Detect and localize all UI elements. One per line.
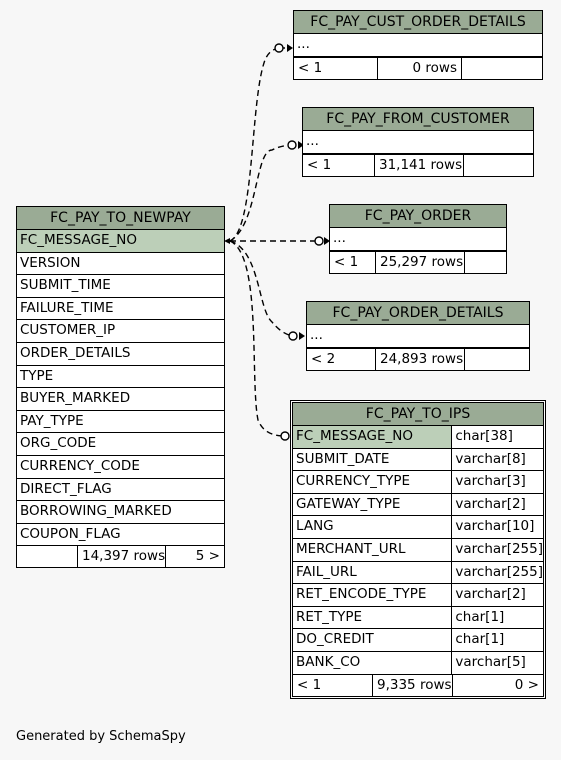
parents-count: < 1 — [294, 57, 378, 79]
table-footer: 14,397 rows 5 > — [17, 546, 224, 568]
column-row: FAILURE_TIME — [17, 298, 224, 321]
column-type: char[1] — [452, 607, 543, 630]
children-count — [462, 58, 542, 79]
column-row: ORG_CODE — [17, 433, 224, 456]
column-type: varchar[255] — [452, 562, 543, 585]
edge-to-ips — [229, 240, 287, 437]
table-footer: < 1 31,141 rows — [303, 153, 533, 176]
column-name: FC_MESSAGE_NO — [293, 426, 452, 449]
column-type: varchar[255] — [452, 539, 543, 562]
children-count: 5 > — [195, 548, 220, 565]
column-type: varchar[5] — [452, 652, 543, 675]
table-footer: < 1 9,335 rows 0 > — [293, 674, 543, 696]
column-row: PAY_TYPE — [17, 411, 224, 434]
column-name: RET_TYPE — [293, 607, 452, 630]
column-ellipsis: ... — [294, 34, 542, 57]
parents-count — [17, 546, 78, 568]
column-types: char[38]varchar[8]varchar[3]varchar[2]va… — [452, 426, 543, 675]
table-title: FC_PAY_TO_IPS — [293, 403, 543, 426]
column-ellipsis: ... — [330, 228, 506, 251]
column-row: SUBMIT_TIME — [17, 275, 224, 298]
edge-end-circle — [288, 331, 298, 341]
table-title: FC_PAY_ORDER_DETAILS — [307, 302, 529, 325]
column-ellipsis: ... — [307, 325, 529, 348]
column-row: FC_MESSAGE_NO — [17, 230, 224, 253]
row-count: 0 rows — [378, 57, 462, 79]
column-type: varchar[10] — [452, 516, 543, 539]
column-row: ORDER_DETAILS — [17, 343, 224, 366]
edge-end-circle — [274, 43, 284, 53]
column-row: DIRECT_FLAG — [17, 479, 224, 502]
column-name: LANG — [293, 516, 452, 539]
row-count: 24,893 rows — [376, 348, 465, 370]
row-count: 31,141 rows — [375, 154, 464, 176]
children-count — [465, 349, 529, 370]
parents-count: < 1 — [293, 674, 373, 696]
column-type: varchar[3] — [452, 471, 543, 494]
column-name: BANK_CO — [293, 652, 452, 675]
table-title: FC_PAY_CUST_ORDER_DETAILS — [294, 11, 542, 34]
row-count: 25,297 rows — [376, 251, 465, 273]
column-type: char[38] — [452, 426, 543, 449]
table-title: FC_PAY_TO_NEWPAY — [17, 207, 224, 230]
row-count: 9,335 rows — [373, 674, 453, 696]
column-row: TYPE — [17, 366, 224, 389]
parents-count: < 1 — [303, 154, 375, 176]
table-footer: < 1 25,297 rows — [330, 250, 506, 273]
column-name: CURRENCY_TYPE — [293, 471, 452, 494]
edge-order-details — [229, 240, 297, 337]
column-name: DO_CREDIT — [293, 629, 452, 652]
column-row: BORROWING_MARKED — [17, 501, 224, 524]
column-name: SUBMIT_DATE — [293, 449, 452, 472]
table-title: FC_PAY_ORDER — [330, 205, 506, 228]
column-name: GATEWAY_TYPE — [293, 494, 452, 517]
column-name: MERCHANT_URL — [293, 539, 452, 562]
table-fc-pay-order-details[interactable]: FC_PAY_ORDER_DETAILS ... < 2 24,893 rows — [306, 301, 530, 371]
column-row: BUYER_MARKED — [17, 388, 224, 411]
children-count: 0 > — [514, 676, 539, 693]
table-footer: < 2 24,893 rows — [307, 347, 529, 370]
column-type: char[1] — [452, 629, 543, 652]
parents-count: < 1 — [330, 251, 376, 273]
table-fc-pay-cust-order-details[interactable]: FC_PAY_CUST_ORDER_DETAILS ... < 1 0 rows — [293, 10, 543, 80]
column-row: CUSTOMER_IP — [17, 320, 224, 343]
edge-cust-order-details — [229, 47, 286, 242]
column-type: varchar[2] — [452, 494, 543, 517]
children-count — [464, 155, 533, 176]
generated-by-credit: Generated by SchemaSpy — [16, 729, 186, 744]
table-fc-pay-from-customer[interactable]: FC_PAY_FROM_CUSTOMER ... < 1 31,141 rows — [302, 107, 534, 177]
table-title: FC_PAY_FROM_CUSTOMER — [303, 108, 533, 131]
edge-end-circle — [314, 236, 324, 246]
children-count — [465, 252, 506, 273]
column-type: varchar[8] — [452, 449, 543, 472]
table-fc-pay-order[interactable]: FC_PAY_ORDER ... < 1 25,297 rows — [329, 204, 507, 274]
parents-count: < 2 — [307, 348, 376, 370]
column-row: VERSION — [17, 253, 224, 276]
column-ellipsis: ... — [303, 131, 533, 154]
edge-end-circle — [280, 431, 290, 441]
column-type: varchar[2] — [452, 584, 543, 607]
row-count: 14,397 rows — [78, 546, 166, 568]
edge-from-customer — [229, 144, 297, 242]
column-name: FAIL_URL — [293, 562, 452, 585]
column-row: COUPON_FLAG — [17, 524, 224, 547]
column-name: RET_ENCODE_TYPE — [293, 584, 452, 607]
table-footer: < 1 0 rows — [294, 56, 542, 79]
edge-end-circle — [287, 140, 297, 150]
column-row: CURRENCY_CODE — [17, 456, 224, 479]
